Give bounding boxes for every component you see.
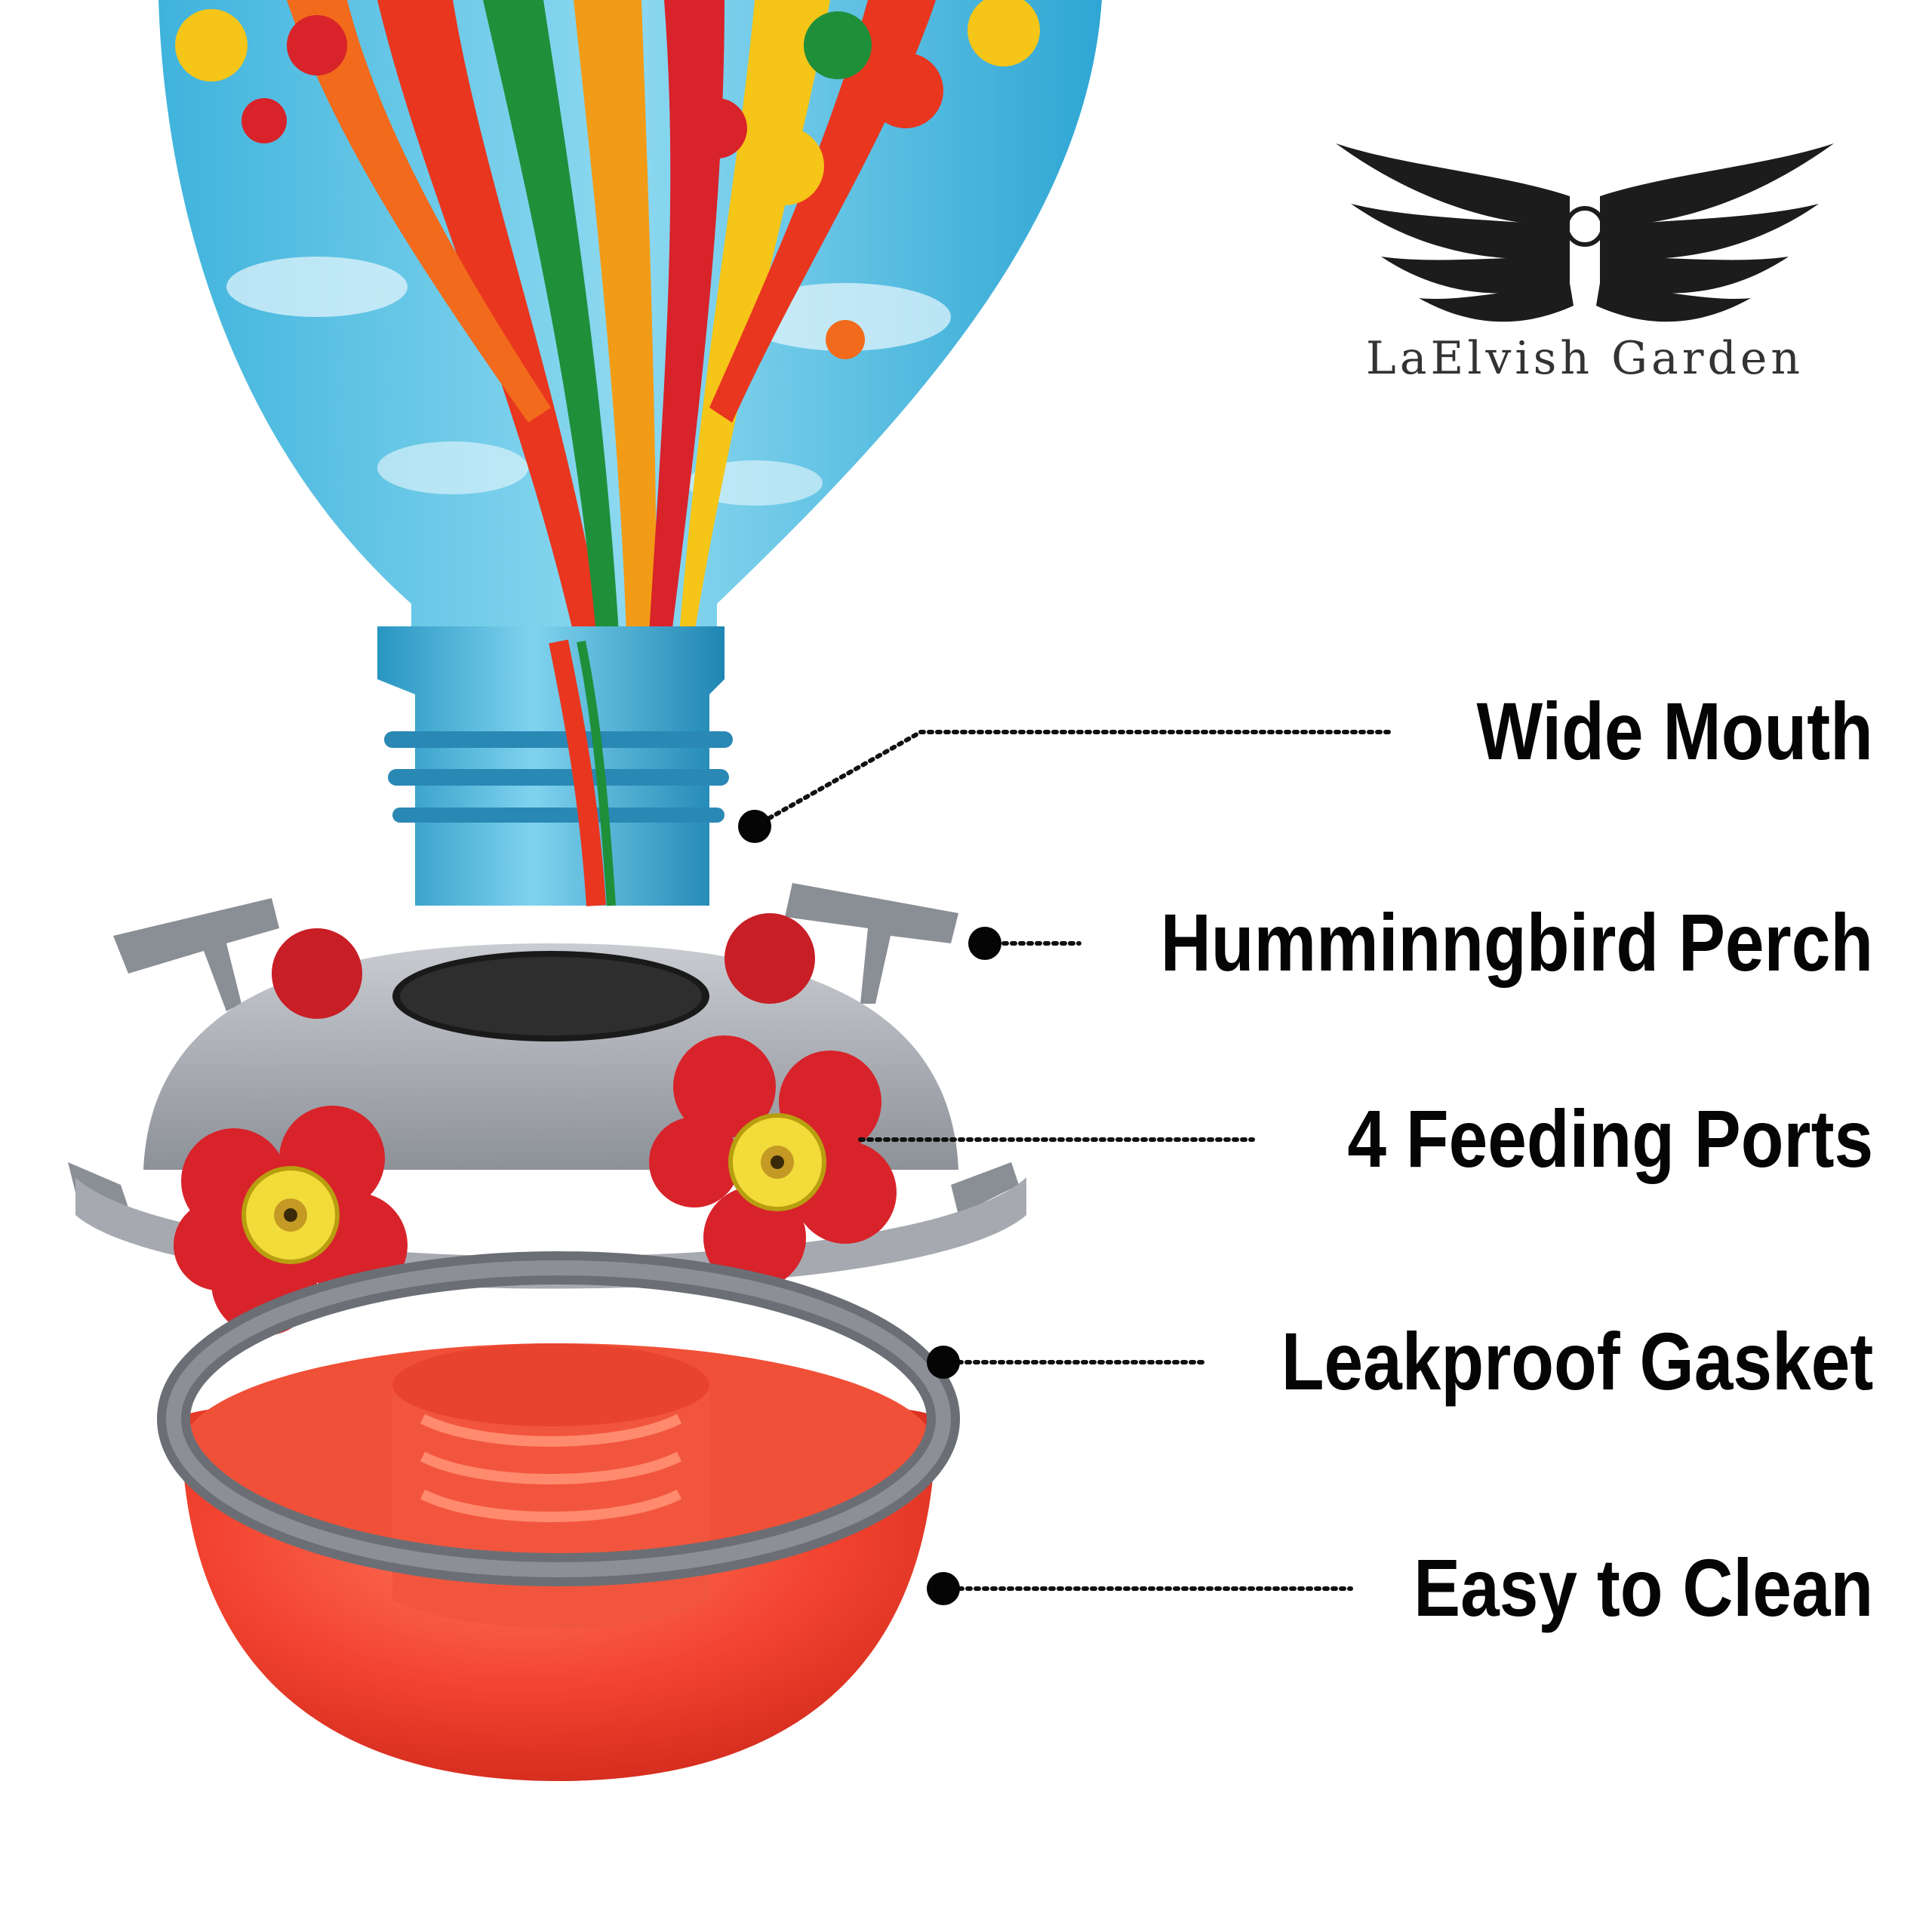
brand-name: LaElvish Garden (1365, 332, 1804, 385)
callout-leaders (752, 730, 1391, 1591)
feature-label-feeding-ports: 4 Feeding Ports (1347, 1093, 1873, 1184)
feeding-port-right (649, 1035, 897, 1289)
bottle-neck (377, 626, 733, 906)
feature-label-easy-to-clean: Easy to Clean (1413, 1542, 1873, 1633)
glass-bottle (158, 0, 1102, 634)
feature-label-leakproof-gasket: Leakproof Gasket (1281, 1315, 1873, 1407)
hummingbird-perch (68, 883, 1019, 1215)
feature-label-wide-mouth: Wide Mouth (1476, 685, 1873, 777)
leakproof-gasket (157, 1251, 960, 1586)
feature-label-hummingbird-perch: Humminngbird Perch (1160, 897, 1873, 988)
callout-dots (738, 810, 1001, 1605)
wings-halo-icon (1336, 143, 1834, 322)
